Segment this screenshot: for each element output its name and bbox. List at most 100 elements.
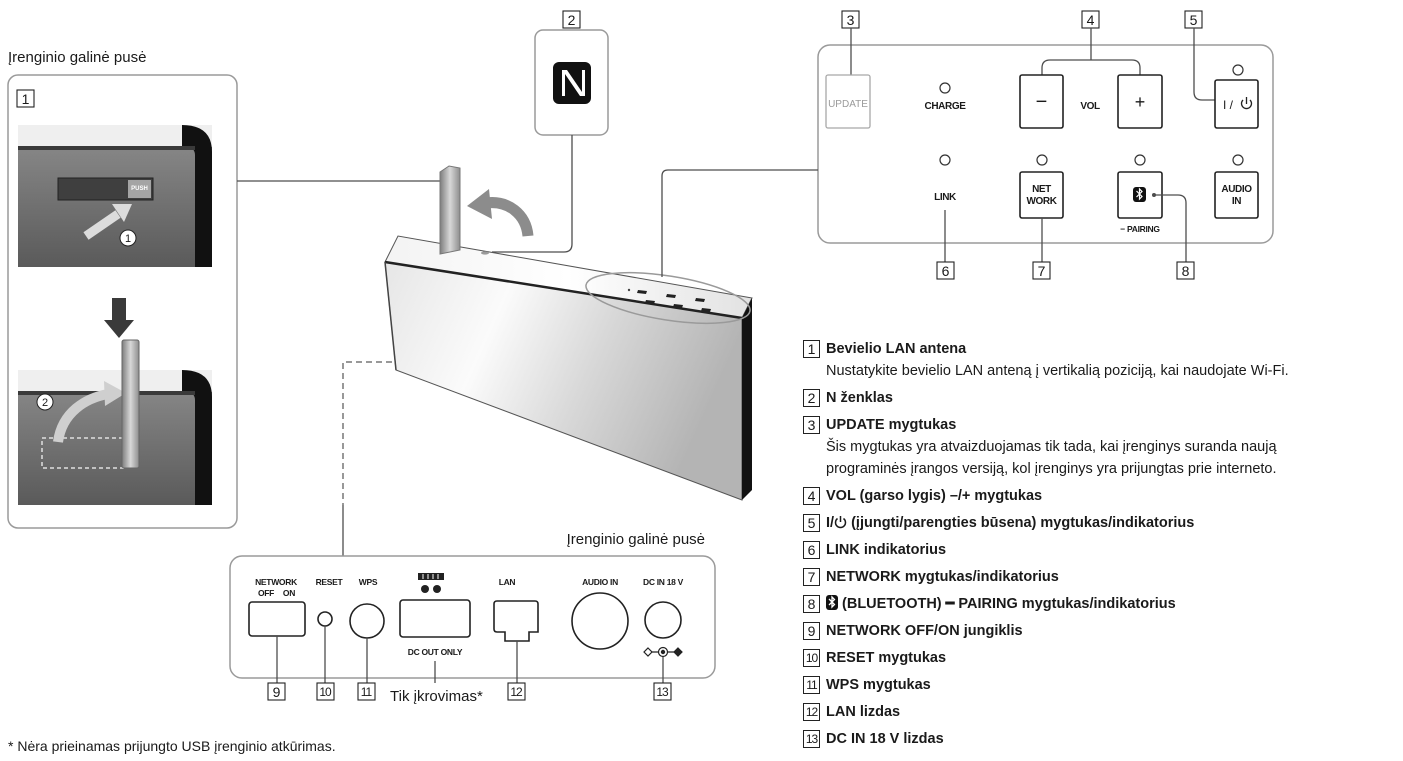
legend-description: Šis mygtukas yra atvaizduojamas tik tada… [826, 439, 1277, 455]
power-indicator [1232, 64, 1244, 76]
network-label-line2: WORK [1026, 196, 1057, 207]
network-switch [248, 601, 306, 637]
volume-up-button [1117, 74, 1163, 129]
pairing-label: − PAIRING [1120, 224, 1160, 234]
callout-13-box [653, 682, 672, 701]
legend-title: LINK indikatorius [826, 542, 947, 558]
reset-button [317, 611, 333, 627]
power-icon [1240, 97, 1253, 110]
audio-in-label-line1: AUDIO [1221, 184, 1252, 195]
callout-6-box [936, 261, 955, 280]
n-mark-icon [553, 62, 591, 104]
step-1-marker: 1 [125, 233, 131, 245]
audio-in-indicator [1232, 154, 1244, 166]
callout-3: 3 [847, 12, 855, 28]
rear-side-label-top: Įrenginio galinė pusė [8, 49, 146, 66]
callout-8-box [1176, 261, 1195, 280]
legend-title: NETWORK OFF/ON jungiklis [826, 623, 1023, 639]
power-button-label: I / [1223, 98, 1234, 112]
control-panel-frame [817, 44, 1274, 244]
callout-10-box [316, 682, 335, 701]
legend-item-5: 5 I/ (įjungti/parengties būsena) mygtuka… [803, 512, 1401, 534]
speaker-antenna [439, 165, 461, 255]
antenna-stowed-photo: PUSH 1 [18, 125, 212, 267]
audio-in-button [1214, 171, 1259, 219]
network-switch-off: OFF [258, 588, 274, 598]
legend-number: 4 [803, 487, 820, 505]
lan-port [493, 600, 539, 642]
legend-item-8: 8 (BLUETOOTH) ━ PAIRING mygtukas/indikat… [803, 593, 1401, 615]
legend-title: N ženklas [826, 390, 893, 406]
legend-number: 5 [803, 514, 820, 532]
legend-number: 13 [803, 730, 820, 748]
legend-list: 1 Bevielio LAN antena Nustatykite beviel… [803, 338, 1401, 755]
power-button [1214, 79, 1259, 129]
network-button [1019, 171, 1064, 219]
dc-out-label: DC OUT ONLY [408, 647, 463, 657]
speaker-side-face [742, 298, 752, 500]
legend-title-prefix: I/ [826, 515, 835, 531]
callout-1: 1 [22, 91, 30, 107]
top-buttons [637, 290, 711, 312]
down-arrow-icon [104, 298, 134, 338]
callout-7-box [1032, 261, 1051, 280]
connector-rear-dashed [342, 361, 392, 505]
raised-antenna [121, 339, 140, 469]
legend-description: Nustatykite bevielio LAN anteną į vertik… [826, 363, 1289, 379]
rear-side-label-bottom: Įrenginio galinė pusė [567, 531, 705, 548]
callout-13: 13 [656, 685, 669, 699]
legend-title: VOL (garso lygis) –/+ mygtukas [826, 488, 1043, 504]
callout-10: 10 [319, 685, 332, 699]
polarity-icon [643, 646, 683, 658]
legend-description: programinės įrangos versiją, kol įrengin… [826, 461, 1277, 477]
legend-title: DC IN 18 V lizdas [826, 731, 944, 747]
network-label-line1: NET [1032, 184, 1051, 195]
legend-number: 3 [803, 416, 820, 434]
bluetooth-icon [826, 595, 838, 610]
wps-label: WPS [359, 577, 378, 587]
legend-title: LAN lizdas [826, 704, 901, 720]
legend-title-text: (įjungti/parengties būsena) mygtukas/ind… [847, 515, 1195, 531]
legend-number: 2 [803, 389, 820, 407]
curved-arrow-icon [467, 189, 534, 237]
legend-title: UPDATE mygtukas [826, 417, 957, 433]
callout-12: 12 [510, 685, 523, 699]
legend-item-6: 6 LINK indikatorius [803, 539, 1401, 561]
legend-title: Bevielio LAN antena [826, 341, 967, 357]
speaker-illustration [384, 235, 753, 501]
legend-number: 1 [803, 340, 820, 358]
step-2-marker: 2 [42, 397, 48, 409]
legend-item-10: 10 RESET mygtukas [803, 647, 1401, 669]
callout-7: 7 [1038, 263, 1046, 279]
rear-audio-in-label: AUDIO IN [582, 577, 618, 587]
callout-11: 11 [361, 685, 373, 699]
footnote: * Nėra prieinamas prijungto USB įrengini… [8, 738, 336, 754]
legend-item-12: 12 LAN lizdas [803, 701, 1401, 723]
callout-2: 2 [568, 12, 576, 28]
legend-number: 7 [803, 568, 820, 586]
connector-control-panel [661, 169, 818, 277]
charging-only-label: Tik įkrovimas* [390, 688, 483, 705]
control-area-highlight [585, 271, 751, 325]
volume-down-label: − [1036, 91, 1048, 113]
volume-up-label: + [1135, 92, 1146, 112]
dc-in-label: DC IN 18 V [643, 577, 684, 587]
callout-4: 4 [1087, 12, 1095, 28]
audio-in-label-line2: IN [1232, 196, 1241, 207]
connector-bluetooth [1154, 194, 1187, 262]
callout-12-box [507, 682, 526, 701]
callout-1-box [16, 89, 35, 108]
callout-9-box [267, 682, 286, 701]
bluetooth-indicator [1134, 154, 1146, 166]
network-switch-on: ON [283, 588, 295, 598]
legend-number: 11 [803, 676, 820, 694]
legend-title: NETWORK mygtukas/indikatorius [826, 569, 1059, 585]
link-indicator [939, 154, 951, 166]
volume-label: VOL [1080, 101, 1100, 112]
legend-item-9: 9 NETWORK OFF/ON jungiklis [803, 620, 1401, 642]
callout-5: 5 [1190, 12, 1198, 28]
dc-out-port [399, 599, 471, 638]
legend-title-text: (BLUETOOTH) ━ PAIRING mygtukas/indikator… [838, 596, 1176, 612]
link-label: LINK [934, 192, 957, 203]
charge-indicator [939, 82, 951, 94]
